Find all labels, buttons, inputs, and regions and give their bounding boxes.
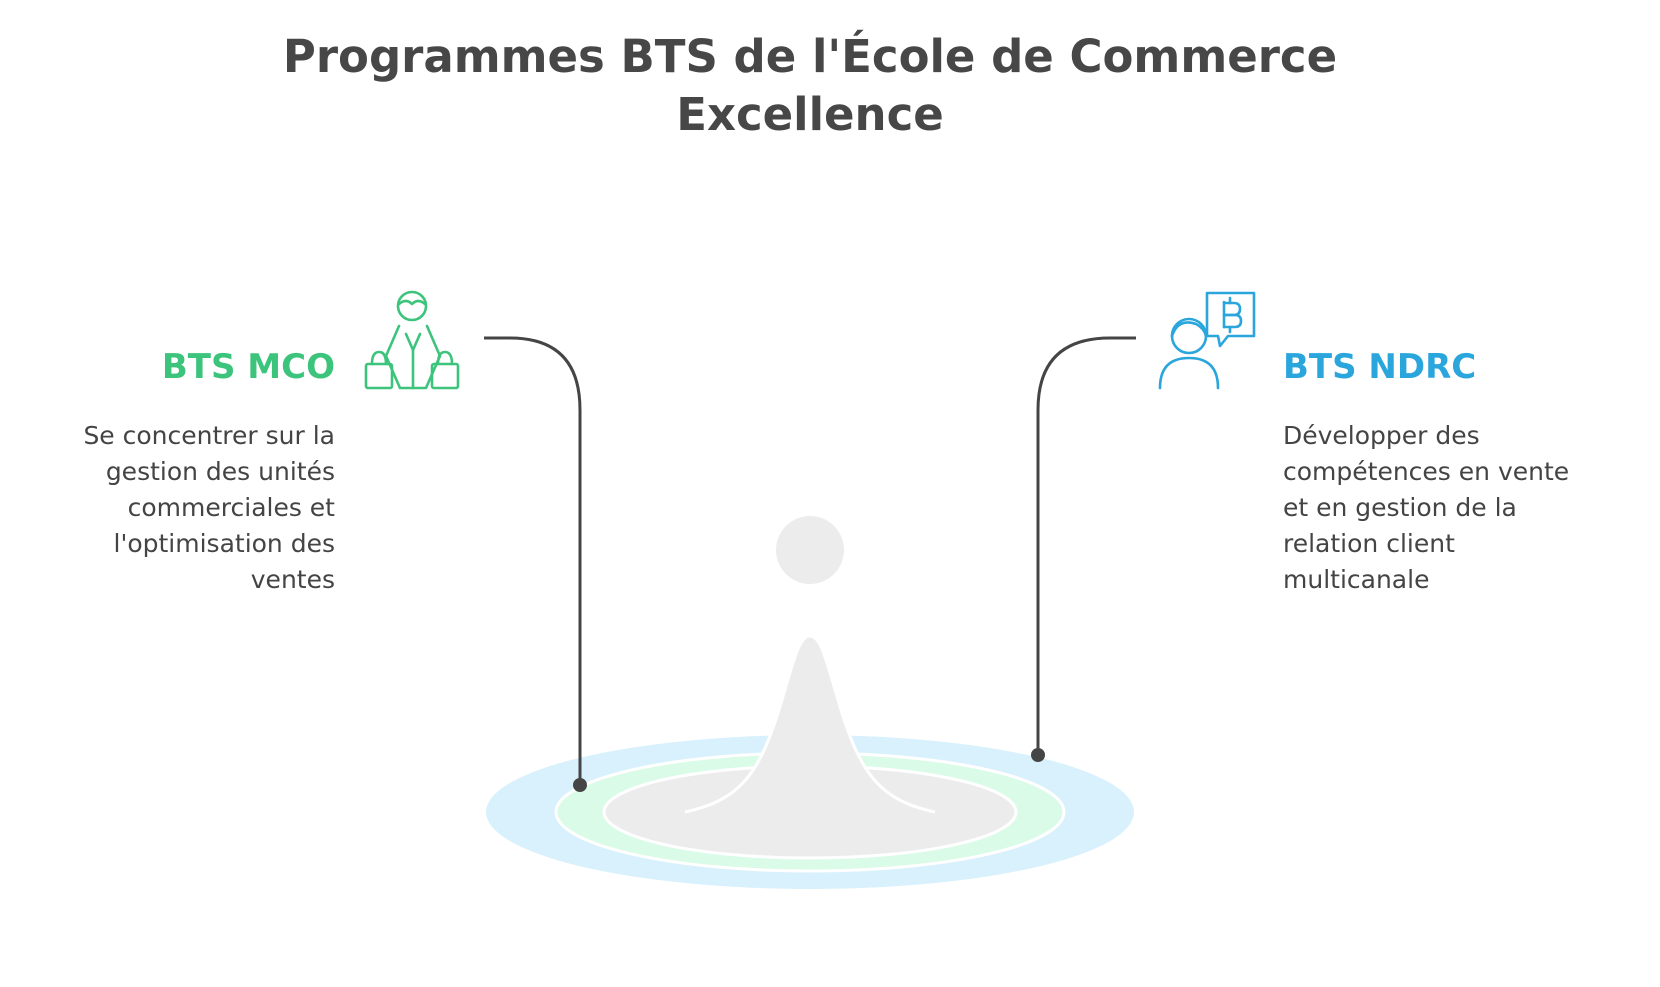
- description-line: Développer des: [1283, 421, 1480, 450]
- connector-left-dot: [573, 778, 587, 792]
- central-figure: [684, 516, 936, 814]
- figure-body: [685, 636, 935, 812]
- description-line: Se concentrer sur la: [83, 421, 335, 450]
- heading-bts-ndrc: BTS NDRC: [1283, 347, 1477, 387]
- description-line: ventes: [250, 565, 335, 594]
- shopper-with-bags-icon: [364, 290, 460, 390]
- figure-head: [776, 516, 844, 584]
- description-line: l'optimisation des: [113, 529, 335, 558]
- description-line: gestion des unités: [105, 457, 335, 486]
- description-bts-mco: Se concentrer sur la gestion des unités …: [15, 418, 335, 598]
- description-line: et en gestion de la: [1283, 493, 1517, 522]
- description-line: commerciales et: [127, 493, 335, 522]
- connector-left: [484, 336, 587, 792]
- title-line-1: Programmes BTS de l'École de Commerce: [282, 30, 1338, 83]
- connector-right-dot: [1031, 748, 1045, 762]
- diagram-title: Programmes BTS de l'École de Commerce Ex…: [180, 28, 1440, 144]
- connector-right: [1031, 336, 1136, 762]
- description-bts-ndrc: Développer des compétences en vente et e…: [1283, 418, 1613, 598]
- figure-body-outline: [684, 634, 936, 814]
- description-line: relation client: [1283, 529, 1455, 558]
- heading-bts-mco: BTS MCO: [161, 347, 335, 387]
- description-line: multicanale: [1283, 565, 1430, 594]
- title-line-2: Excellence: [676, 88, 944, 141]
- person-with-bitcoin-speech-bubble-icon: [1158, 291, 1256, 390]
- description-line: compétences en vente: [1283, 457, 1570, 486]
